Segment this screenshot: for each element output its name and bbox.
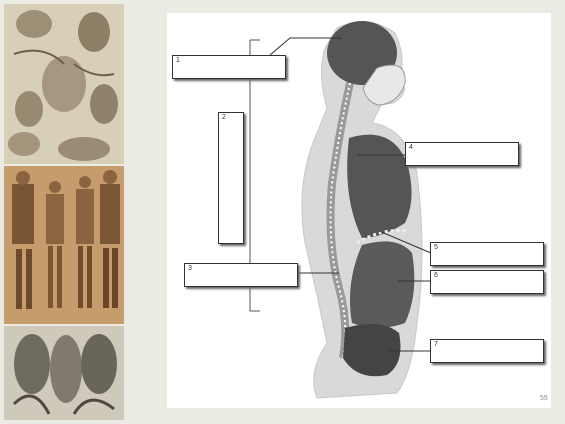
label-box-5[interactable]: 5 [430, 242, 544, 266]
slide-number: 55 [540, 395, 548, 402]
anatomical-sketch-skeletons-image [4, 166, 124, 324]
label-box-7[interactable]: 7 [430, 339, 544, 363]
label-box-2[interactable]: 2 [218, 112, 244, 244]
sketch-strip [4, 4, 124, 420]
anatomical-sketch-arms-torso-image [4, 4, 124, 164]
label-box-4[interactable]: 4 [405, 142, 519, 166]
abdominal-cavity [350, 241, 414, 328]
label-number: 6 [434, 272, 438, 279]
label-number: 1 [176, 57, 180, 64]
label-number: 7 [434, 341, 438, 348]
label-box-1[interactable]: 1 [172, 55, 286, 79]
label-box-3[interactable]: 3 [184, 263, 298, 287]
label-number: 3 [188, 265, 192, 272]
label-number: 5 [434, 244, 438, 251]
label-number: 2 [222, 114, 226, 121]
label-number: 4 [409, 144, 413, 151]
label-box-6[interactable]: 6 [430, 270, 544, 294]
anatomical-sketch-muscles-image [4, 326, 124, 420]
